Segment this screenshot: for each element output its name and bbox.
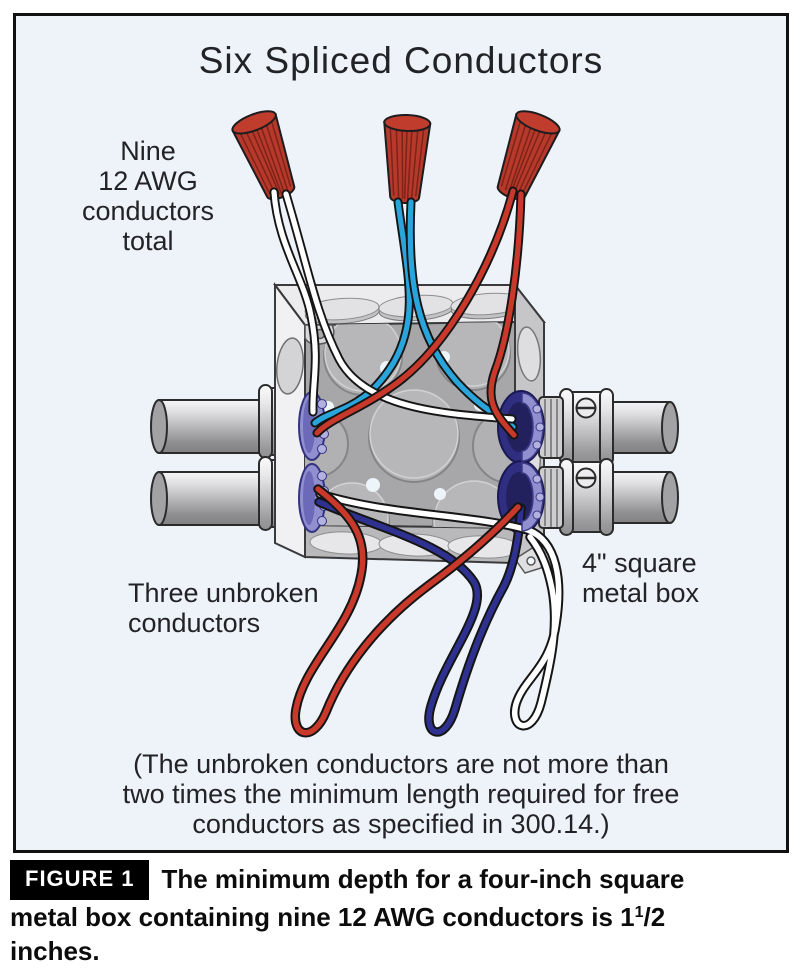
- label-square-metal-box: 4" square metal box: [582, 548, 699, 608]
- locknut-right-top: [521, 392, 545, 462]
- footnote-line: two times the minimum length required fo…: [122, 779, 680, 809]
- caption-fraction-sup: 1: [634, 904, 644, 921]
- spliced-conductors: [269, 186, 526, 440]
- label-line: 12 AWG: [98, 166, 198, 196]
- caption-line: metal box containing nine 12 AWG conduct…: [10, 902, 635, 932]
- unbroken-conductors: [290, 484, 564, 738]
- junction-box-illustration: [150, 110, 679, 738]
- footnote-line: (The unbroken conductors are not more th…: [133, 749, 669, 779]
- label-line: Three unbroken: [128, 578, 319, 608]
- figure-caption: FIGURE 1 The minimum depth for a four-inc…: [10, 860, 718, 968]
- wire-nut-left: [231, 110, 296, 201]
- locknut-left-bottom: [298, 463, 329, 533]
- label-line: Nine: [120, 136, 176, 166]
- caption-line: inches.: [10, 936, 100, 966]
- caption-fraction: /2: [643, 902, 666, 932]
- label-line: total: [122, 226, 174, 256]
- locknut-right-bottom: [521, 462, 545, 532]
- wire-nut-right: [496, 110, 561, 201]
- label-unbroken-conductors: Three unbroken conductors: [128, 578, 319, 638]
- figure-panel: Six Spliced Conductors Nine 12 AWG condu…: [13, 13, 789, 853]
- wire-nut-middle: [383, 113, 432, 204]
- label-nine-conductors: Nine 12 AWG conductors total: [58, 136, 238, 256]
- figure-title: Six Spliced Conductors: [198, 40, 604, 81]
- footnote-line: conductors as specified in 300.14.): [192, 809, 610, 839]
- caption-line: The minimum depth for a four-inch square: [161, 864, 685, 894]
- label-line: metal box: [582, 578, 700, 608]
- label-line: 4" square: [582, 548, 697, 578]
- conduit-right-top: [497, 388, 679, 466]
- footnote: (The unbroken conductors are not more th…: [16, 749, 786, 839]
- label-line: conductors: [81, 196, 215, 226]
- label-line: conductors: [128, 608, 261, 638]
- figure-badge: FIGURE 1: [10, 860, 150, 900]
